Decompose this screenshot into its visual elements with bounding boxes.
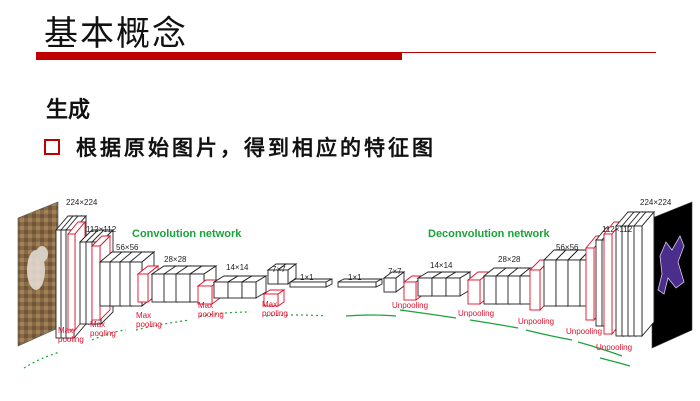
max-pooling-label-0-line-1: pooling: [58, 335, 84, 344]
bullet-text: 根据原始图片，得到相应的特征图: [76, 135, 436, 160]
flow-arrows-deconv: [345, 309, 631, 367]
max-pooling-label-4-line-0: Max: [262, 300, 277, 309]
square-bullet-icon: [44, 139, 60, 155]
fc-layer-2: [337, 278, 383, 288]
deconvnet-diagram: Convolution network Deconvolution network…: [17, 198, 693, 369]
size-label-conv28: 28×28: [164, 255, 187, 264]
size-label-deconv112: 112×112: [602, 225, 633, 234]
max-pooling-label-3-line-1: pooling: [198, 310, 224, 319]
max-pooling-label-0-line-0: Max: [58, 326, 73, 335]
output-segmentation-map: [651, 201, 693, 349]
slide-title: 基本概念: [44, 14, 188, 54]
max-pooling-label-1-line-1: pooling: [90, 329, 116, 338]
conv-block-7-1: [276, 263, 298, 285]
title-accent-bar: [36, 52, 402, 60]
unpooling-label-2: Unpooling: [518, 317, 554, 326]
input-image: [17, 201, 59, 347]
conv-network-title: Convolution network: [132, 228, 242, 240]
fc-layer-1: [289, 278, 333, 288]
size-label-output: 224×224: [640, 198, 672, 207]
max-pooling-label-3-line-0: Max: [198, 301, 213, 310]
max-pooling-label-2-line-1: pooling: [136, 320, 162, 329]
size-label-conv7: 7×7: [272, 265, 286, 274]
size-label-deconv56: 56×56: [556, 243, 579, 252]
size-label-conv56: 56×56: [116, 243, 139, 252]
deconv-block-224-3: [633, 210, 655, 338]
max-pooling-label-2-line-0: Max: [136, 311, 151, 320]
size-label-fc2: 1×1: [348, 273, 362, 282]
size-label-conv14: 14×14: [226, 263, 249, 272]
unpooling-label-0: Unpooling: [392, 301, 428, 310]
size-label-deconv14: 14×14: [430, 261, 453, 270]
unpooling-label-1: Unpooling: [458, 309, 494, 318]
flow-arrows: [23, 311, 327, 369]
size-label-deconv28: 28×28: [498, 255, 521, 264]
unpooling-label-4: Unpooling: [596, 343, 632, 352]
conv-pool-14: [262, 289, 286, 307]
max-pooling-label-4-line-1: pooling: [262, 309, 288, 318]
size-label-deconv7: 7×7: [388, 267, 402, 276]
deconv-network-title: Deconvolution network: [428, 228, 551, 240]
max-pooling-label-1-line-0: Max: [90, 320, 105, 329]
bullet-item: 根据原始图片，得到相应的特征图: [44, 132, 436, 162]
size-label-conv112: 112×112: [86, 225, 117, 234]
deconv-block-14-2: [444, 271, 472, 297]
unpooling-label-3: Unpooling: [566, 327, 602, 336]
size-label-input: 224×224: [66, 198, 98, 207]
conv-block-14-2: [240, 275, 268, 299]
section-heading: 生成: [46, 97, 91, 123]
size-label-fc1: 1×1: [300, 273, 314, 282]
